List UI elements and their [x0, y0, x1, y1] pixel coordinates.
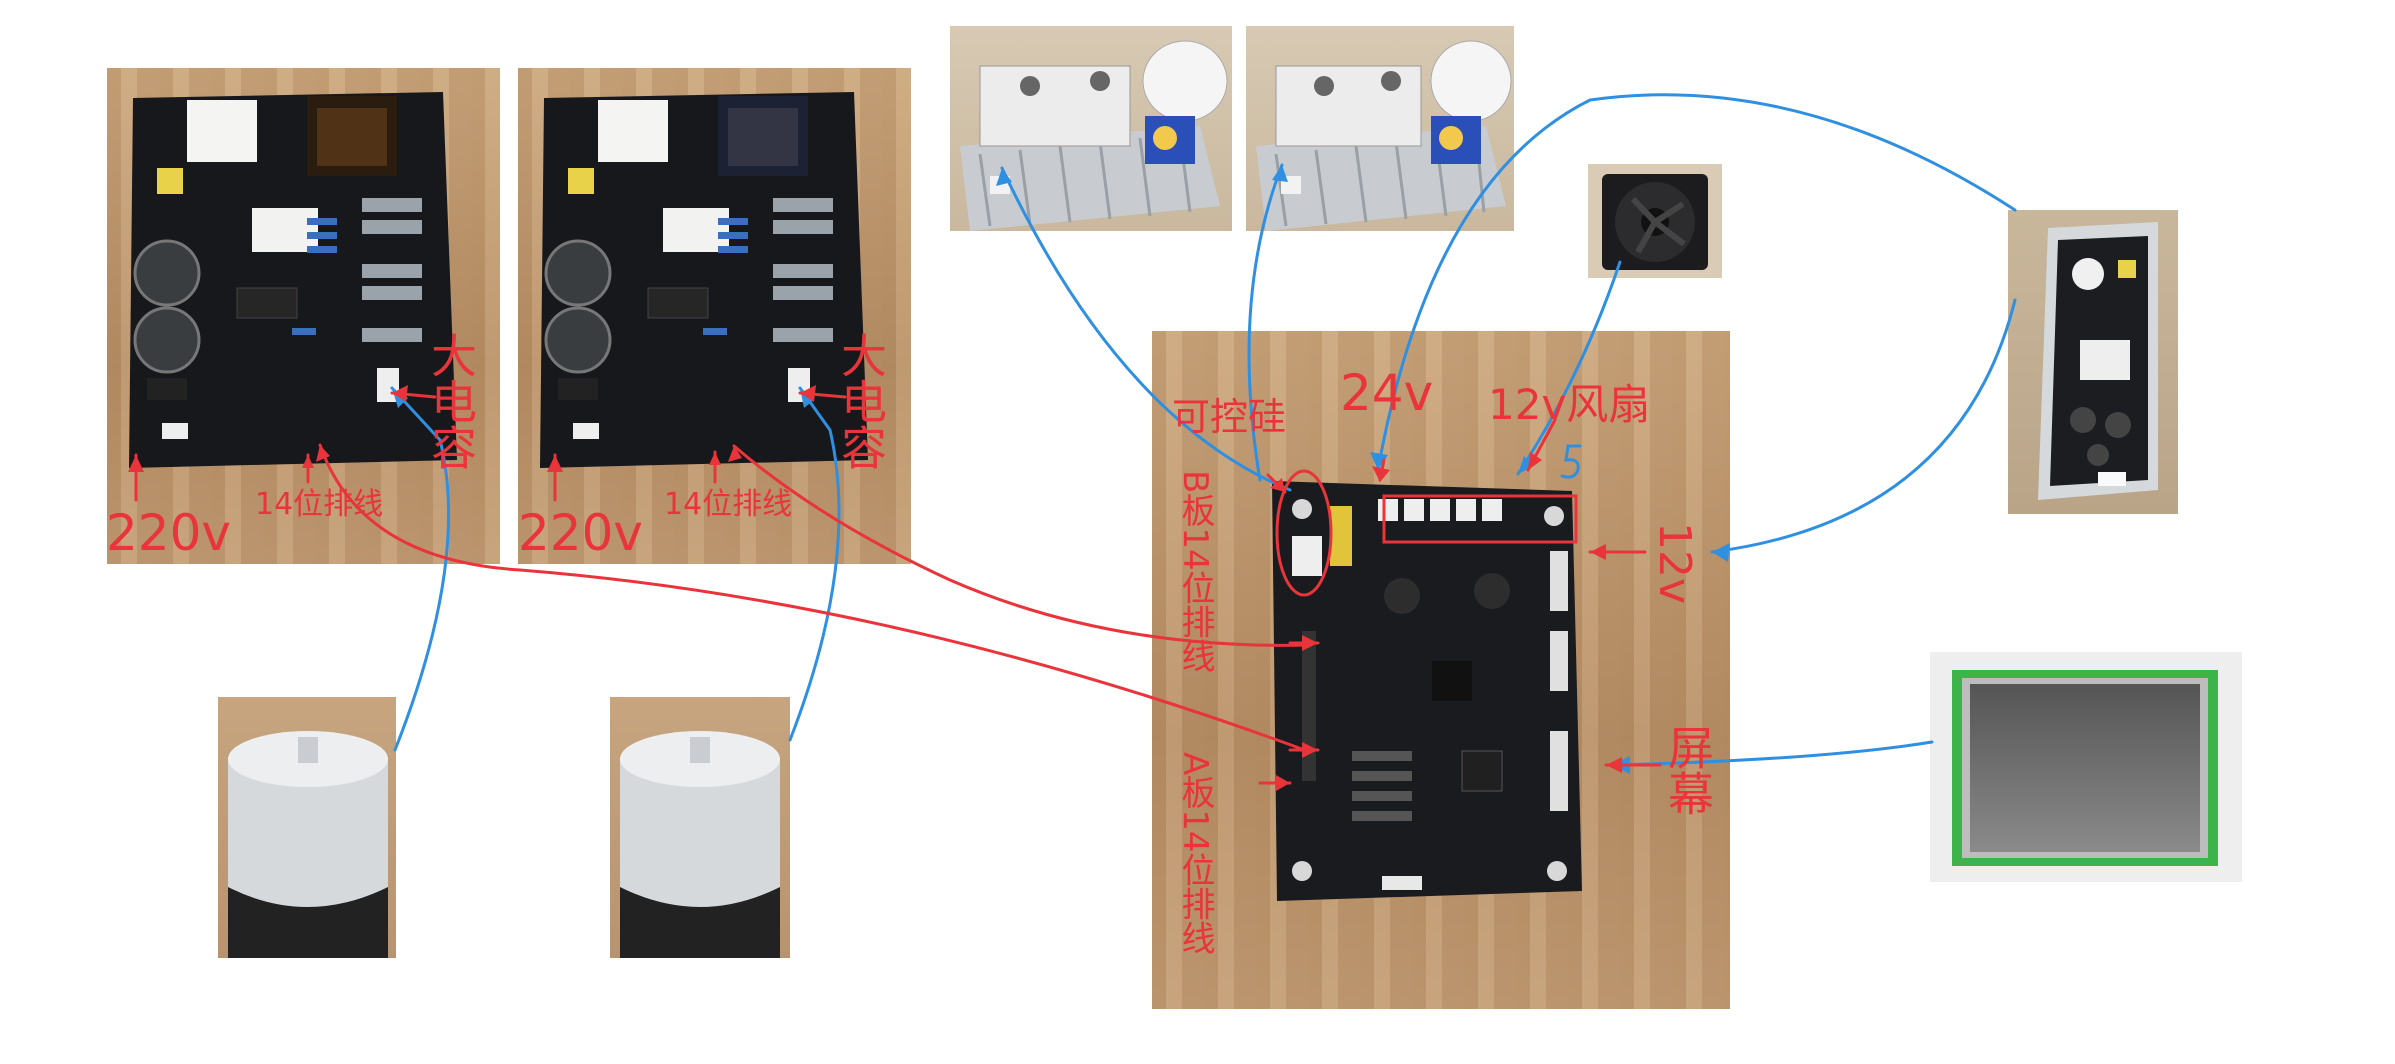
- connector-box: [1382, 494, 1578, 544]
- scr-heatsink-photo-1: [950, 26, 1232, 231]
- lcd-screen-photo: [1930, 652, 2242, 882]
- label-five: 5: [1583, 428, 1601, 456]
- wire-scr2: [1247, 163, 1284, 482]
- main-board-photo: [1152, 331, 1730, 1009]
- capacitor-mid-illustration: [620, 731, 780, 958]
- label-220v-mid: 220v: [518, 504, 644, 562]
- ribbon-wire-a: [318, 443, 1312, 754]
- label-big-capacitor-mid: 大电容: [834, 332, 888, 470]
- label-12v-right: 12v: [1649, 522, 1700, 605]
- label-big-capacitor-left: 大电容: [424, 332, 478, 470]
- wire-cap-mid: [788, 386, 841, 742]
- power-supply-photo: [2008, 210, 2178, 514]
- wire-screen: [1610, 740, 1934, 767]
- label-ribbon-mid: 14位排线: [664, 487, 793, 522]
- capacitor-left-illustration: [228, 731, 388, 958]
- capacitor-left-photo: [218, 697, 396, 958]
- wire-fan: [1516, 260, 1622, 476]
- label-12v-fan: 12v风扇: [1488, 380, 1651, 429]
- scr-heatsink-photo-2: [1246, 26, 1514, 231]
- five-mark: [1560, 444, 1582, 479]
- main-board-illustration: [1272, 481, 1582, 901]
- driver-board-left-illustration: [129, 92, 457, 468]
- wire-24v: [1376, 93, 2017, 472]
- label-a-board-ribbon: A板14位排线: [1175, 752, 1215, 955]
- fan-photo: [1588, 164, 1722, 278]
- lcd-screen-illustration: [1952, 670, 2218, 866]
- power-supply-illustration: [2038, 222, 2158, 500]
- label-screen: 屏幕: [1661, 724, 1715, 816]
- wire-scr1: [1000, 166, 1292, 492]
- scr-circle: [1275, 469, 1333, 597]
- label-scr: 可控硅: [1172, 395, 1287, 439]
- capacitor-mid-photo: [610, 697, 790, 958]
- label-ribbon-left: 14位排线: [255, 487, 384, 522]
- ribbon-wire-b: [732, 444, 1312, 647]
- wire-12v: [1710, 298, 2017, 554]
- scr-heatsink-illustration-2: [1256, 40, 1512, 231]
- label-b-board-ribbon: B板14位排线: [1175, 470, 1215, 673]
- label-220v-left: 220v: [106, 504, 232, 562]
- driver-board-left-photo: [107, 68, 500, 564]
- driver-board-mid-illustration: [540, 92, 868, 468]
- label-24v: 24v: [1340, 364, 1434, 422]
- scr-heatsink-illustration-1: [960, 40, 1228, 231]
- fan-illustration: [1602, 174, 1708, 270]
- wire-cap-left: [390, 386, 451, 752]
